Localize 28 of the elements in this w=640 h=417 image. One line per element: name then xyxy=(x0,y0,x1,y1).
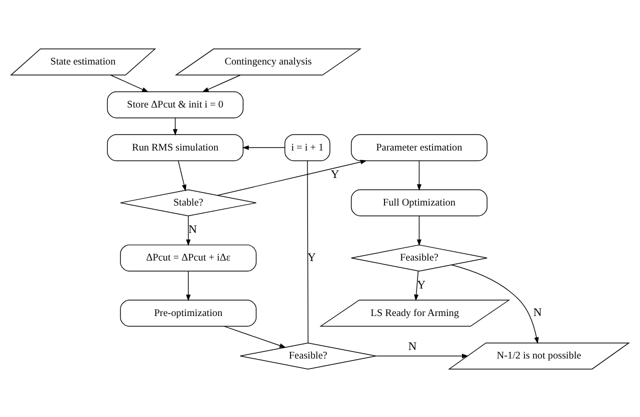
node-box: i = i + 1 xyxy=(284,134,330,161)
arrow xyxy=(178,160,186,191)
arrow xyxy=(217,159,367,196)
arrow xyxy=(416,215,422,246)
arrow xyxy=(242,144,285,150)
node-box: Full Optimization xyxy=(350,188,488,216)
node-box: Store ΔPcut & init i = 0 xyxy=(106,90,244,118)
edge-label: N xyxy=(408,340,417,353)
arrow xyxy=(172,117,178,136)
arrow xyxy=(186,270,191,301)
arrow xyxy=(416,160,422,190)
connector xyxy=(307,160,308,343)
node-box: Run RMS simulation xyxy=(106,134,244,161)
edge-label: Y xyxy=(308,250,316,264)
node-diamond: Feasible? xyxy=(350,244,488,271)
edge-label: N xyxy=(533,305,542,318)
arrow xyxy=(414,270,419,301)
edge-label: Y xyxy=(330,167,340,180)
node-box: Pre-optimization xyxy=(120,299,257,326)
arrow xyxy=(224,325,286,348)
edge-label: Y xyxy=(417,278,426,291)
edge-label: N xyxy=(188,222,197,236)
node-box: ΔPcut = ΔPcut + iΔε xyxy=(120,244,257,271)
arrow xyxy=(376,353,469,358)
node-box: Parameter estimation xyxy=(350,134,488,161)
arrow xyxy=(451,264,539,344)
node-diamond: Stable? xyxy=(120,188,257,216)
arrow xyxy=(186,215,191,246)
